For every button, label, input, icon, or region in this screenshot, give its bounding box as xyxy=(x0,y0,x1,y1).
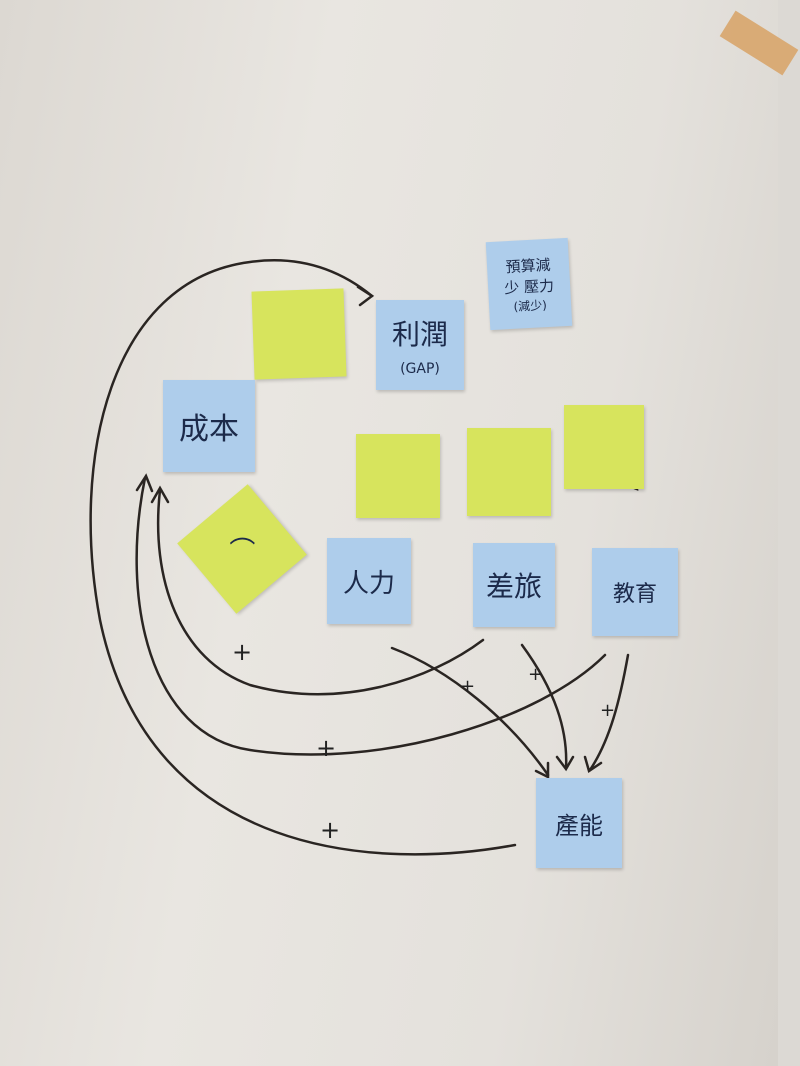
note-decrease-3 xyxy=(564,405,644,489)
note-education: 教育 xyxy=(592,548,678,636)
note-travel-label: 差旅 xyxy=(485,570,542,603)
note-budget-line2: 少 壓力 xyxy=(503,276,555,297)
note-travel: 差旅 xyxy=(473,543,555,627)
note-cost-label: 成本 xyxy=(179,412,239,447)
flipchart-paper xyxy=(0,0,778,1066)
note-education-label: 教育 xyxy=(612,582,657,607)
note-increase-profit xyxy=(251,288,347,380)
note-manpower-label: 人力 xyxy=(342,568,395,599)
note-profit-sub: (GAP) xyxy=(400,361,440,377)
note-manpower: 人力 xyxy=(327,538,411,624)
plus-sign: + xyxy=(600,700,616,721)
plus-sign: + xyxy=(232,638,253,666)
plus-sign: + xyxy=(528,664,544,685)
note-decrease-2 xyxy=(467,428,551,516)
note-capacity: 產能 xyxy=(536,778,622,868)
plus-sign: + xyxy=(320,816,341,844)
note-decrease-1 xyxy=(356,434,440,518)
note-profit-label: 利潤 xyxy=(391,318,448,351)
note-cost: 成本 xyxy=(163,380,255,472)
note-profit: 利潤 (GAP) xyxy=(376,300,464,390)
note-budget-line1: 預算減 xyxy=(505,255,551,276)
plus-sign: + xyxy=(316,734,337,762)
note-diamond-mark: ⌒ xyxy=(228,536,256,567)
note-budget: 預算減 少 壓力 (減少) xyxy=(485,237,573,331)
note-budget-line3: (減少) xyxy=(513,297,548,314)
note-capacity-label: 產能 xyxy=(555,811,603,840)
plus-sign: + xyxy=(460,676,476,697)
